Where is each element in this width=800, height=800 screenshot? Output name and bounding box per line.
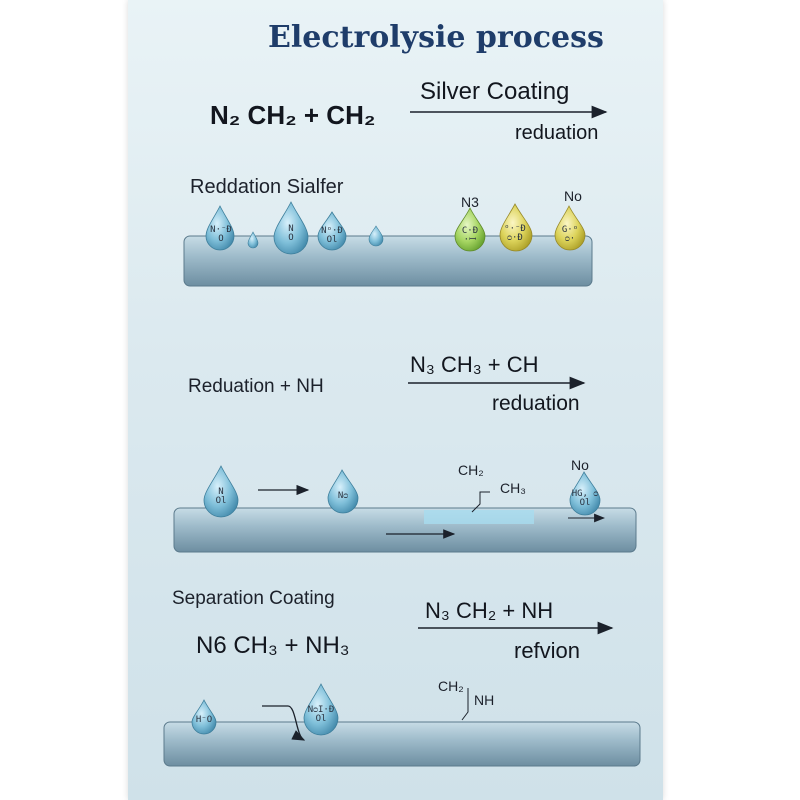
section-1-heading: Reddation Sialfer [190,176,344,198]
droplet-2a-label: N Ol [215,487,227,506]
bar-2-label: Iedox [328,526,365,543]
diagram-graphics [163,105,641,767]
arrow-2-bottom-label: reduation [492,392,580,415]
arrow-1-bottom-label: reduation [515,122,599,144]
equation-1: N₂ CH₂ + CH₂ [210,100,376,130]
droplet-1f-label: C·Ð ·ꟷ [461,226,479,245]
droplet-2c-label: HG, ᴑ Ol [571,489,599,508]
droplet-1a-label: N·⁻Ð O [210,225,232,244]
bond-2 [471,491,490,513]
droplet-2b-label: Nᴑ [337,491,349,501]
bar-1-label: Redox Ne [358,262,425,279]
nh-label-3: NH [474,692,495,708]
flow-arrow-3a [262,705,306,741]
electrode-bar-2 [173,507,637,553]
no-label-2: No [571,457,589,473]
arrow-1-top-label: Silver Coating [420,78,570,105]
equation-3: N6 CH₃ + NH₃ [196,632,350,659]
droplet-3b-label: NᴑI·Ð Ol [307,705,335,724]
droplet-3a-label: H⁻O [195,715,213,725]
equation-2: N₃ CH₃ + CH [410,352,539,377]
droplet-1e [368,225,384,247]
droplet-1h-label: G·ᵒ ᴑ· [561,225,579,244]
bar-2-highlight [424,510,534,524]
bar-3-label: Reduation [366,748,435,765]
droplet-1d-label: Nᵒ·Ð Ol [321,226,343,245]
ch2-label-3: CH₂ [438,678,464,694]
arrow-3-top-label: N₃ CH₂ + NH [425,598,554,623]
drop-label-no: No [564,188,582,204]
ch3-label-2: CH₃ [500,480,526,496]
page-title: Electrolysie process [268,20,604,55]
droplet-1c-label: N O [288,224,294,243]
arrow-3-bottom-label: refvion [514,638,581,663]
drop-label-n3: N3 [461,194,479,210]
poster: Electrolysie process N₂ CH₂ + CH₂ Silver… [128,0,663,800]
section-3-heading: Separation Coating [172,588,335,609]
droplet-1b [247,231,259,249]
ch2-label-2: CH₂ [458,462,484,478]
section-2-heading: Reduation + NH [188,376,324,397]
droplet-1g-label: ᵒ·⁻Ð ᴑ·Ð [504,224,526,243]
